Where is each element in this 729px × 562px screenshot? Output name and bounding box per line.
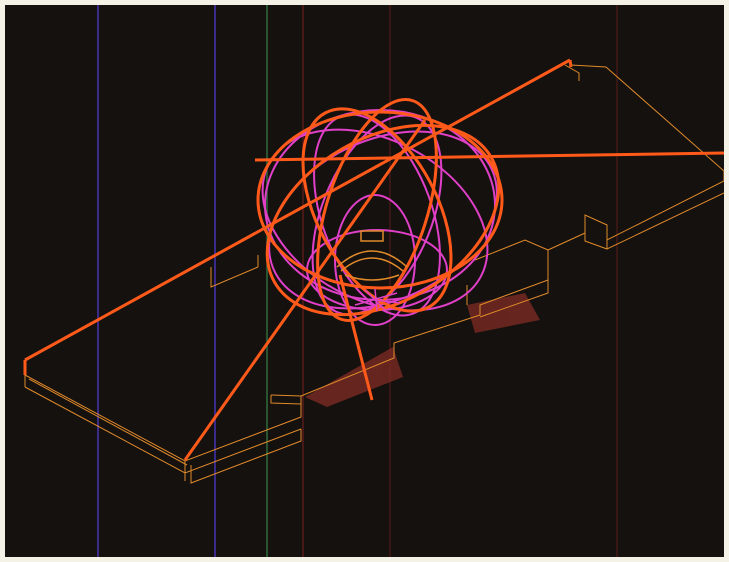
central-device <box>336 230 408 312</box>
diagonal-beams <box>23 58 724 461</box>
scan-lines <box>97 5 618 557</box>
hatched-panel-left <box>305 347 403 407</box>
platform-outline <box>24 64 724 484</box>
orange-orbits <box>256 98 504 322</box>
orbit-ellipses <box>256 98 504 322</box>
device-outline <box>336 230 408 281</box>
wireframe-viewport <box>5 5 724 557</box>
device-core <box>349 288 401 312</box>
wireframe-platform <box>24 64 724 484</box>
viewport-background <box>5 5 724 557</box>
beam-lines <box>23 58 724 461</box>
wireframe-render <box>5 5 724 557</box>
